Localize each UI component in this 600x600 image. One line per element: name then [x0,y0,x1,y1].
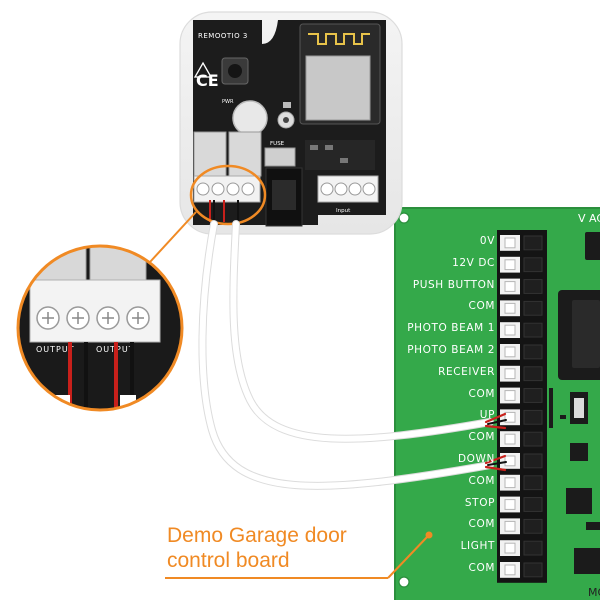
zoom-ring [16,244,184,412]
mounting-hole [398,576,410,588]
terminal-label: PHOTO BEAM 1 [407,322,495,335]
mounting-hole [398,212,410,224]
board-corner-label: V AC [578,212,600,225]
output-label-zoom-1: OUTPUT [36,345,75,354]
terminal-label: COM [468,474,495,487]
ce-mark: CE [196,71,219,90]
ic-chip [566,488,592,514]
terminal-label: RECEIVER [438,365,495,378]
transistor-component [570,443,588,461]
terminal-label: COM [468,387,495,400]
terminal-label: DOWN [458,453,495,465]
warning-icon [193,61,213,78]
terminal-label: PHOTO BEAM 2 [407,344,495,356]
input-label: Input [336,208,351,214]
capacitor-component [585,232,600,260]
terminal-label: COM [468,518,495,531]
fuse-component [264,147,296,167]
terminal-label: COM [468,562,495,574]
terminal-label: UP [479,409,495,422]
input-terminal-screws [320,182,376,196]
terminal-label: 0V [479,235,495,247]
remootio-device: REMOOTIO 3 CE PWR FUSE [179,11,403,235]
buzzer-component [232,100,268,136]
garage-control-board: V AC MO [394,207,600,600]
caption-line-2: control board [167,549,290,572]
antenna-trace [308,33,370,45]
terminal-label: COM [468,431,495,444]
terminal-label: 12V DC [452,256,495,269]
rf-shield [305,55,371,121]
white-cables [198,220,507,490]
callout-line [149,211,197,263]
highlight-ring [189,164,267,226]
caption-dot [425,531,433,539]
terminal-label: LIGHT [460,540,495,553]
relay-component [572,300,600,368]
terminal-label: STOP [464,496,495,509]
ic-chip [574,548,600,574]
board-corner-label-bottom: MO [588,586,600,599]
fuse-label: FUSE [270,141,285,147]
zoom-inset: OUTPUT OUTPUT [16,244,184,412]
model-label: REMOOTIO 3 [198,32,248,40]
pwr-label: PWR [222,99,234,105]
terminal-block [497,230,547,583]
output-terminal-screws [196,182,255,196]
caption-pointer [387,535,429,579]
caption-line-1: Demo Garage door [167,524,347,547]
terminal-label: COM [468,300,495,313]
terminal-label: PUSH BUTTON [412,278,495,291]
